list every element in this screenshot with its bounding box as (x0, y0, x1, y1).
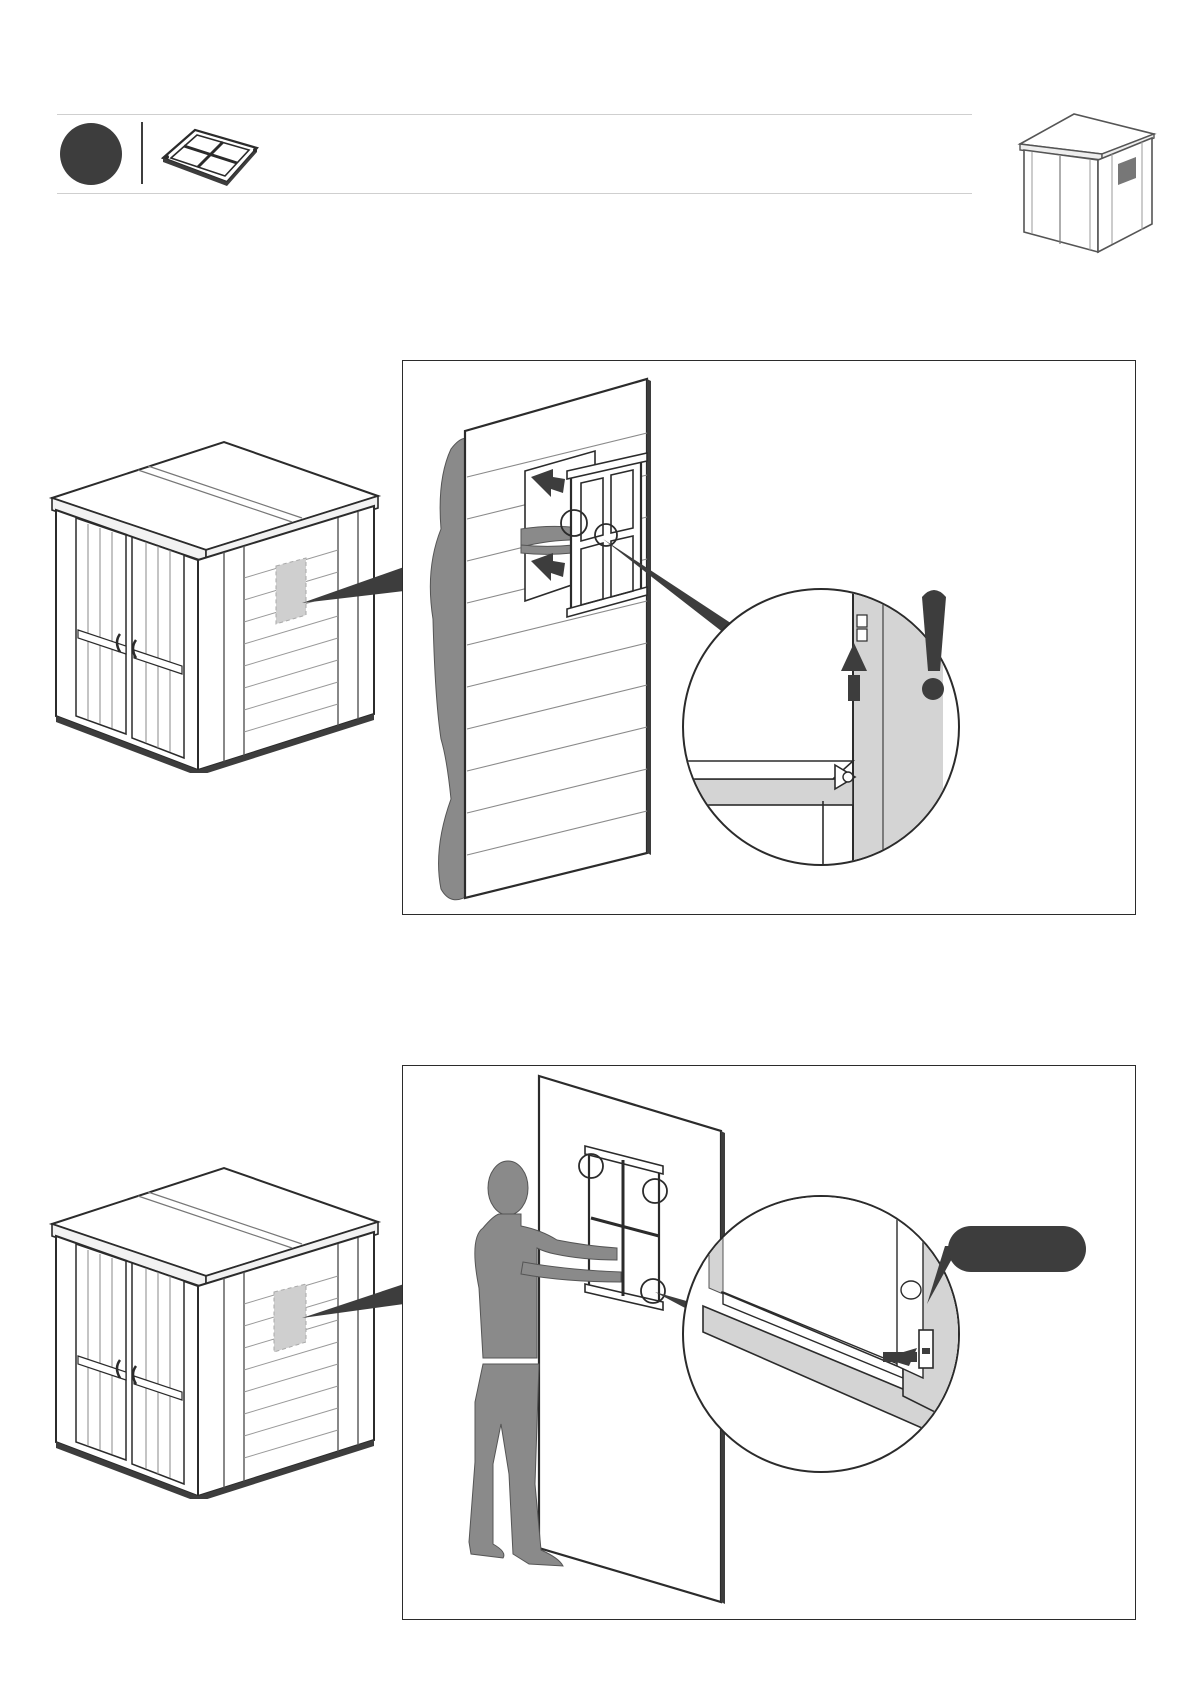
header-bottom-rule (57, 193, 972, 194)
panel-a-illustration (403, 361, 1135, 914)
header-divider (141, 122, 143, 184)
instruction-panel-a (402, 360, 1136, 915)
panel-b-illustration (403, 1066, 1135, 1619)
step-number-badge (60, 123, 122, 185)
shed-reference-icon (1014, 112, 1164, 258)
instruction-panel-b (402, 1065, 1136, 1620)
header-top-rule (57, 114, 972, 115)
window-frame-part-icon (155, 122, 265, 188)
zoom-connector (300, 1282, 404, 1342)
callout-label-badge (948, 1226, 1086, 1272)
zoom-connector (300, 565, 404, 625)
